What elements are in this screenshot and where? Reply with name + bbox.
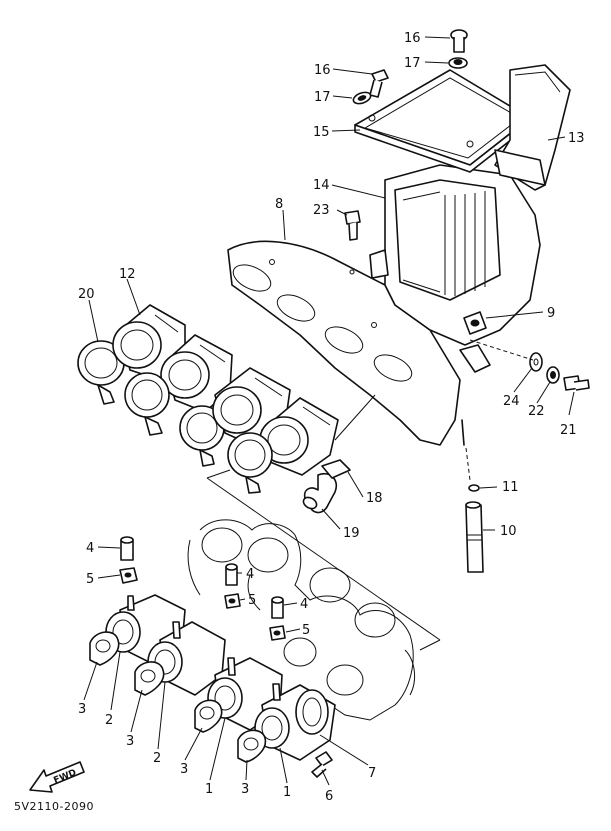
bolt-23 xyxy=(344,210,361,241)
air-cleaner-case xyxy=(227,164,541,446)
callout-15: 15 xyxy=(313,125,330,140)
callout-13: 13 xyxy=(568,131,585,146)
callout-14: 14 xyxy=(313,178,330,193)
callout-1-a: 1 xyxy=(205,782,213,797)
fwd-direction-arrow: FWD xyxy=(29,761,85,793)
callout-3-b: 3 xyxy=(126,734,134,749)
carburetor-joints xyxy=(77,304,339,494)
callout-18: 18 xyxy=(366,491,383,506)
callout-4-right: 4 xyxy=(300,597,308,612)
callout-1-b: 1 xyxy=(283,785,291,800)
intake-duct xyxy=(494,64,571,191)
callout-3-a: 3 xyxy=(78,702,86,717)
callout-16: 16 xyxy=(314,63,331,78)
callout-labels: 16 17 16 17 15 13 14 8 23 9 24 22 21 11 … xyxy=(78,31,585,804)
callout-4-left: 4 xyxy=(86,541,94,556)
callout-23: 23 xyxy=(313,203,330,218)
callout-6: 6 xyxy=(325,789,333,804)
callout-11: 11 xyxy=(502,480,519,495)
callout-17-top: 17 xyxy=(404,56,421,71)
callout-5-right: 5 xyxy=(302,623,310,638)
callout-2-a: 2 xyxy=(105,713,113,728)
callout-22: 22 xyxy=(528,404,545,419)
drain-hose xyxy=(465,484,484,573)
callout-3-d: 3 xyxy=(241,782,249,797)
callout-10: 10 xyxy=(500,524,517,539)
breather-parts xyxy=(302,459,351,514)
drawing-code: 5V2110-2090 xyxy=(14,800,94,813)
callout-9: 9 xyxy=(547,306,555,321)
carburetor-bank-outline xyxy=(187,519,416,721)
callout-19: 19 xyxy=(343,526,360,541)
callout-24: 24 xyxy=(503,394,520,409)
callout-16-top: 16 xyxy=(404,31,421,46)
callout-21: 21 xyxy=(560,423,577,438)
callout-8: 8 xyxy=(275,197,283,212)
carburetor-holders xyxy=(89,536,336,778)
callout-12: 12 xyxy=(119,267,136,282)
callout-3-c: 3 xyxy=(180,762,188,777)
callout-2-b: 2 xyxy=(153,751,161,766)
callout-5-mid: 5 xyxy=(248,593,256,608)
assembly-guide-lines xyxy=(206,339,534,651)
leader-lines xyxy=(83,36,575,786)
cover-screws xyxy=(352,29,468,105)
callout-5-left: 5 xyxy=(86,572,94,587)
fwd-label: FWD xyxy=(52,768,78,786)
callout-4-mid: 4 xyxy=(246,567,254,582)
side-fasteners xyxy=(463,311,590,391)
callout-7: 7 xyxy=(368,766,376,781)
callout-20: 20 xyxy=(78,287,95,302)
callout-17: 17 xyxy=(314,90,331,105)
